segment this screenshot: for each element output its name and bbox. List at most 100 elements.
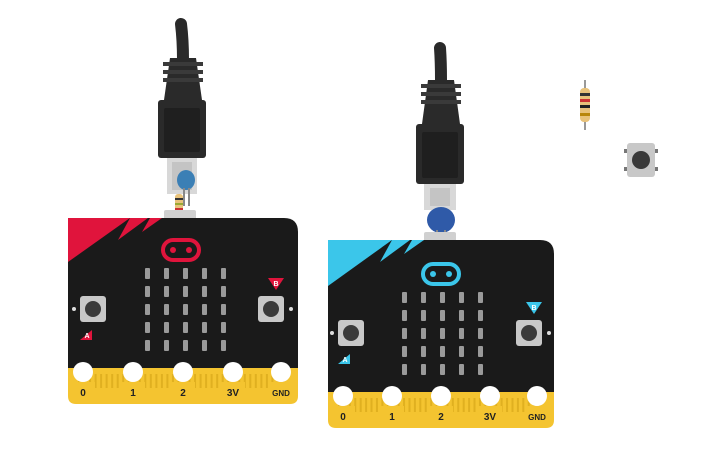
pin-hole[interactable] — [480, 386, 500, 406]
push-button-component[interactable] — [624, 143, 658, 177]
pin-hole[interactable] — [123, 362, 143, 382]
button-b[interactable]: B — [258, 278, 293, 322]
led-pixel[interactable] — [402, 328, 407, 339]
connector-tooth — [413, 398, 416, 412]
connector-tooth — [506, 398, 509, 412]
led-pixel[interactable] — [145, 322, 150, 333]
connector-tooth — [419, 398, 422, 412]
led-pixel[interactable] — [183, 340, 188, 351]
led-component[interactable] — [177, 170, 195, 206]
accent-stripe — [118, 218, 148, 240]
led-pixel[interactable] — [164, 268, 169, 279]
pin-hole[interactable] — [333, 386, 353, 406]
pin-pad[interactable] — [269, 382, 293, 400]
led-pixel[interactable] — [164, 340, 169, 351]
led-pixel[interactable] — [459, 310, 464, 321]
led-pixel[interactable] — [164, 286, 169, 297]
led-pixel[interactable] — [402, 346, 407, 357]
pin-hole[interactable] — [382, 386, 402, 406]
pin-pad[interactable] — [478, 406, 502, 424]
led-pixel[interactable] — [421, 364, 426, 375]
led-pixel[interactable] — [402, 292, 407, 303]
led-pixel[interactable] — [459, 364, 464, 375]
led-pixel[interactable] — [183, 304, 188, 315]
led-pixel[interactable] — [202, 268, 207, 279]
pin-hole[interactable] — [223, 362, 243, 382]
led-pixel[interactable] — [202, 304, 207, 315]
led-pixel[interactable] — [202, 286, 207, 297]
led-pixel[interactable] — [459, 346, 464, 357]
pin-hole[interactable] — [173, 362, 193, 382]
resistor-on-usb-left[interactable] — [175, 194, 183, 214]
pin-pad[interactable] — [171, 382, 195, 400]
led-pixel[interactable] — [440, 292, 445, 303]
led-pixel[interactable] — [478, 310, 483, 321]
led-pixel[interactable] — [478, 364, 483, 375]
pin-label: 2 — [438, 412, 444, 423]
led-pixel[interactable] — [478, 346, 483, 357]
led-matrix[interactable] — [402, 292, 483, 375]
pin-pad[interactable] — [71, 382, 95, 400]
connector-tooth — [435, 398, 438, 412]
led-pixel[interactable] — [221, 304, 226, 315]
usb-cable-left[interactable] — [158, 18, 206, 194]
pin-pad[interactable] — [429, 406, 453, 424]
button-a[interactable]: A — [72, 296, 106, 340]
pin-hole[interactable] — [527, 386, 547, 406]
led-pixel[interactable] — [440, 364, 445, 375]
led-pixel[interactable] — [145, 340, 150, 351]
resistor-component[interactable] — [580, 80, 590, 130]
led-pixel[interactable] — [421, 346, 426, 357]
led-pixel[interactable] — [145, 286, 150, 297]
led-pixel[interactable] — [183, 268, 188, 279]
led-pixel[interactable] — [164, 304, 169, 315]
pin-pad[interactable] — [221, 382, 245, 400]
usb-cable-right[interactable] — [416, 42, 464, 210]
led-pixel[interactable] — [421, 292, 426, 303]
led-pixel[interactable] — [459, 292, 464, 303]
led-pixel[interactable] — [221, 268, 226, 279]
pin-pad[interactable] — [525, 406, 549, 424]
led-pixel[interactable] — [221, 322, 226, 333]
led-pixel[interactable] — [221, 340, 226, 351]
pin-hole[interactable] — [271, 362, 291, 382]
connector-tooth — [473, 398, 476, 412]
button-a-label: A — [342, 357, 347, 364]
led-pixel[interactable] — [221, 286, 226, 297]
led-pixel[interactable] — [440, 346, 445, 357]
button-b[interactable]: B — [516, 302, 551, 346]
connector-tooth — [516, 398, 519, 412]
led-pixel[interactable] — [478, 328, 483, 339]
led-pixel[interactable] — [402, 364, 407, 375]
led-pixel[interactable] — [202, 340, 207, 351]
pin-pad[interactable] — [121, 382, 145, 400]
accent-corner — [328, 240, 392, 286]
led-pixel[interactable] — [478, 292, 483, 303]
led-matrix[interactable] — [145, 268, 226, 351]
led-pixel[interactable] — [421, 328, 426, 339]
led-pixel[interactable] — [421, 310, 426, 321]
led-pixel[interactable] — [145, 268, 150, 279]
pin-pad[interactable] — [331, 406, 355, 424]
accent-stripe — [142, 218, 162, 232]
button-a[interactable]: A — [330, 320, 364, 364]
led-pixel[interactable] — [440, 310, 445, 321]
connector-tooth — [430, 398, 433, 412]
led-pixel[interactable] — [145, 304, 150, 315]
led-pixel[interactable] — [183, 322, 188, 333]
connector-tooth — [403, 398, 406, 412]
pin-hole[interactable] — [431, 386, 451, 406]
pin-pad[interactable] — [380, 406, 404, 424]
led-pixel[interactable] — [402, 310, 407, 321]
led-pixel[interactable] — [440, 328, 445, 339]
led-pixel[interactable] — [202, 322, 207, 333]
connector-tooth — [210, 374, 213, 388]
led-pixel[interactable] — [164, 322, 169, 333]
connector-tooth — [105, 374, 108, 388]
led-pixel[interactable] — [183, 286, 188, 297]
pin-hole[interactable] — [73, 362, 93, 382]
led-pixel[interactable] — [459, 328, 464, 339]
